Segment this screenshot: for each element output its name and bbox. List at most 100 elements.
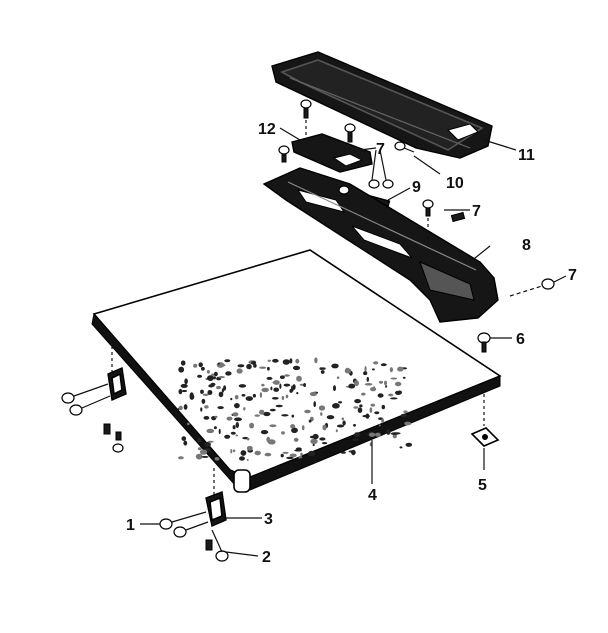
texture-speck (254, 414, 260, 417)
texture-speck (199, 449, 208, 455)
texture-speck (201, 366, 205, 371)
callout-2: 2 (262, 549, 271, 566)
texture-speck (271, 397, 279, 400)
part-10-pin (394, 141, 415, 153)
texture-speck (390, 397, 398, 400)
texture-speck (359, 404, 363, 408)
texture-speck (226, 416, 233, 421)
texture-speck (282, 359, 290, 365)
texture-speck (230, 431, 236, 435)
texture-speck (180, 383, 188, 388)
hinge-upper-left (107, 367, 127, 401)
texture-speck (333, 385, 336, 392)
texture-speck (225, 371, 232, 376)
texture-speck (289, 358, 293, 364)
texture-speck (280, 453, 284, 458)
texture-speck (279, 375, 285, 380)
texture-speck (397, 366, 404, 372)
texture-speck (326, 415, 335, 420)
texture-speck (319, 367, 324, 370)
texture-speck (352, 438, 359, 441)
texture-speck (378, 424, 381, 427)
texture-speck (246, 437, 250, 441)
part-11-control-cover (271, 51, 493, 159)
texture-speck (202, 393, 209, 396)
texture-speck (281, 414, 289, 417)
texture-speck (217, 362, 220, 365)
texture-speck (303, 383, 306, 387)
texture-speck (374, 411, 380, 415)
texture-speck (178, 405, 183, 411)
texture-speck (364, 366, 367, 372)
part-8-control-housing (262, 167, 499, 323)
texture-speck (373, 386, 376, 390)
texture-speck (395, 381, 402, 387)
texture-speck (335, 429, 338, 433)
texture-speck (381, 418, 384, 424)
texture-speck (183, 404, 188, 410)
texture-speck (267, 366, 270, 371)
callout-7-right: 7 (472, 203, 481, 220)
texture-speck (281, 431, 285, 435)
texture-speck (361, 392, 366, 396)
texture-speck (183, 440, 188, 446)
texture-speck (301, 425, 305, 431)
texture-speck (300, 452, 303, 456)
texture-speck (370, 403, 376, 407)
texture-speck (400, 413, 407, 418)
texture-speck (207, 390, 213, 395)
texture-speck (282, 451, 289, 454)
texture-speck (284, 374, 290, 377)
texture-speck (390, 377, 398, 380)
texture-speck (259, 392, 263, 398)
texture-speck (251, 361, 257, 365)
texture-speck (206, 370, 210, 374)
texture-speck (341, 417, 344, 421)
texture-speck (272, 381, 277, 384)
callout-10: 10 (446, 175, 464, 192)
texture-speck (178, 456, 184, 460)
texture-speck (269, 424, 277, 428)
texture-speck (364, 383, 373, 386)
texture-speck (322, 424, 327, 431)
callout-7-top: 7 (376, 141, 385, 158)
texture-speck (348, 450, 355, 453)
texture-speck (340, 451, 346, 454)
texture-speck (239, 456, 245, 461)
texture-speck (390, 432, 399, 435)
part-6-screw (477, 332, 512, 353)
panel-texture (177, 357, 413, 461)
callout-6: 6 (516, 331, 525, 348)
texture-speck (207, 440, 214, 443)
part-1-hinge-screws (159, 511, 209, 538)
part-5-clip (470, 394, 500, 470)
texture-speck (321, 442, 328, 445)
part-2-screws (205, 529, 229, 562)
texture-speck (285, 394, 289, 399)
callout-5: 5 (478, 477, 487, 494)
texture-speck (286, 456, 294, 460)
texture-speck (264, 452, 272, 457)
texture-speck (342, 420, 346, 426)
texture-speck (296, 375, 302, 382)
texture-speck (224, 359, 231, 363)
texture-speck (232, 449, 236, 453)
callout-12: 12 (258, 121, 276, 138)
hinge-upper-screws (61, 383, 124, 453)
texture-speck (263, 411, 271, 417)
texture-speck (320, 370, 325, 374)
texture-speck (208, 384, 214, 388)
texture-speck (353, 406, 359, 409)
texture-speck (238, 384, 247, 388)
texture-speck (378, 380, 384, 384)
texture-speck (184, 378, 188, 385)
texture-speck (336, 376, 340, 380)
texture-speck (290, 424, 296, 429)
texture-speck (261, 387, 270, 393)
texture-speck (218, 391, 224, 398)
texture-speck (291, 387, 294, 392)
texture-speck (197, 438, 202, 443)
texture-speck (198, 362, 203, 368)
texture-speck (279, 383, 282, 389)
